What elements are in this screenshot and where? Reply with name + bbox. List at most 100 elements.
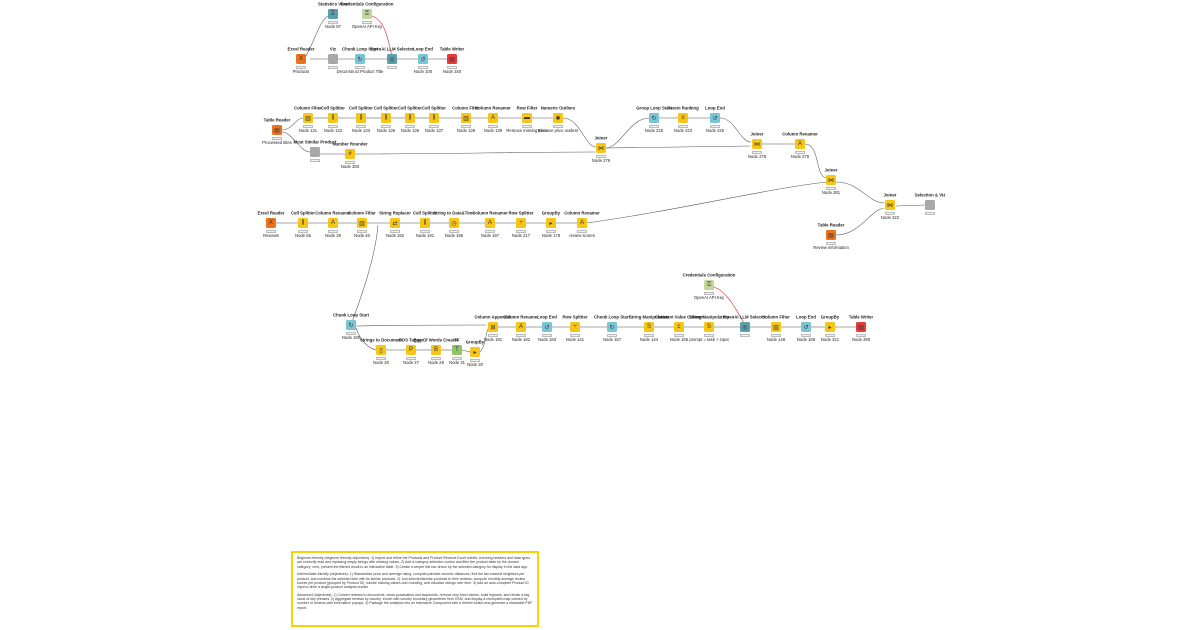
renamer-icon[interactable]: A: [577, 218, 587, 228]
splitter-icon[interactable]: ⫼: [405, 113, 415, 123]
joiner-icon[interactable]: ⋈: [752, 139, 762, 149]
node-groupby-60[interactable]: GroupBy▸Node 221: [808, 315, 852, 364]
node-row-splitter-52[interactable]: Row Splitter⑂Node 141: [553, 315, 597, 364]
table-writer-icon[interactable]: ▤: [447, 54, 457, 64]
component-icon[interactable]: [925, 200, 935, 210]
node-component-19[interactable]: Most Similar Product: [293, 140, 337, 189]
renamer-icon[interactable]: A: [488, 113, 498, 123]
node-filter-9[interactable]: Column Filter▥Node 131: [286, 106, 330, 155]
splitter-icon[interactable]: ⫼: [429, 113, 439, 123]
statistics-icon[interactable]: Σ: [328, 9, 338, 19]
node-loop-4[interactable]: Chunk Loop Start↻Deconstruct Product Tit…: [337, 47, 384, 96]
node-loop-end-24[interactable]: Loop End↺Node 225: [693, 106, 737, 155]
string-manip-icon[interactable]: S: [644, 322, 654, 332]
row-filter-icon[interactable]: ▬: [522, 113, 532, 123]
node-splitter-14[interactable]: Cell Splitter⫼Node 137: [412, 106, 456, 155]
joiner-icon[interactable]: ⋈: [885, 200, 895, 210]
datetime-icon[interactable]: ◷: [449, 218, 459, 228]
ranking-icon[interactable]: ≡: [678, 113, 688, 123]
node-replacer-35[interactable]: String Replacer⇄Node 192: [373, 211, 417, 260]
renamer-icon[interactable]: A: [795, 139, 805, 149]
node-ai-5[interactable]: OpenAI LLM Selector◎: [370, 47, 414, 96]
node-table-writer-61[interactable]: Table Writer▤Node 280: [839, 315, 883, 364]
component-icon[interactable]: [310, 147, 320, 157]
node-table-reader-30[interactable]: Table Reader▤Review information: [809, 223, 853, 272]
node-filter-58[interactable]: Column Filter▥Node 148: [754, 315, 798, 364]
splitter-icon[interactable]: ⫼: [328, 113, 338, 123]
loop-icon[interactable]: ↻: [355, 54, 365, 64]
joiner-icon[interactable]: ⋈: [826, 175, 836, 185]
node-document-44[interactable]: Strings to Document▯Node 26: [359, 338, 403, 387]
loop-icon[interactable]: ↻: [346, 320, 356, 330]
key-icon[interactable]: ⚿: [362, 9, 372, 19]
node-joiner-27[interactable]: Joiner⋈Node 281: [809, 168, 853, 217]
table-reader-icon[interactable]: ▤: [826, 230, 836, 240]
renamer-icon[interactable]: A: [516, 322, 526, 332]
document-icon[interactable]: ▯: [376, 345, 386, 355]
loop-end-icon[interactable]: ↺: [542, 322, 552, 332]
node-table-reader-8[interactable]: Table Reader▤Processed titles: [255, 118, 299, 167]
appender-icon[interactable]: ⊞: [488, 322, 498, 332]
node-joiner-25[interactable]: Joiner⋈Node 278: [735, 132, 779, 181]
filter-icon[interactable]: ▥: [303, 113, 313, 123]
key-icon[interactable]: ⚿: [704, 280, 714, 290]
groupby-icon[interactable]: ▸: [825, 322, 835, 332]
loop-icon[interactable]: ↻: [649, 113, 659, 123]
renamer-icon[interactable]: A: [485, 218, 495, 228]
node-rounder-20[interactable]: Number Rounder#Node 283: [328, 142, 372, 191]
loop-icon[interactable]: ↻: [607, 322, 617, 332]
node-loop-53[interactable]: Chunk Loop Start↻Node 157: [590, 315, 634, 364]
node-row-splitter-39[interactable]: Row Splitter⑂Node 217: [499, 211, 543, 260]
string-manip-icon[interactable]: S: [704, 322, 714, 332]
splitter-icon[interactable]: ⫼: [381, 113, 391, 123]
row-splitter-icon[interactable]: ⑂: [570, 322, 580, 332]
tf-icon[interactable]: T: [452, 345, 462, 355]
node-datetime-37[interactable]: String to Date&Time◷Node 196: [432, 211, 476, 260]
loop-end-icon[interactable]: ↺: [418, 54, 428, 64]
filter-icon[interactable]: ▥: [771, 322, 781, 332]
splitter-icon[interactable]: ⫼: [420, 218, 430, 228]
node-joiner-28[interactable]: Joiner⋈Node 222: [868, 193, 912, 242]
ai-icon[interactable]: ◎: [387, 54, 397, 64]
pos-icon[interactable]: P: [406, 345, 416, 355]
bow-icon[interactable]: B: [431, 345, 441, 355]
filter-icon[interactable]: ▥: [357, 218, 367, 228]
node-ranking-23[interactable]: Pareto Ranking≡Node 223: [661, 106, 705, 155]
joiner-icon[interactable]: ⋈: [596, 143, 606, 153]
loop-end-icon[interactable]: ↺: [710, 113, 720, 123]
node-filter-34[interactable]: Column Filter▥Node 40: [340, 211, 384, 260]
loop-end-icon[interactable]: ↺: [801, 322, 811, 332]
node-groupby-40[interactable]: GroupBy▸Node 179: [529, 211, 573, 260]
node-key-1[interactable]: Credentials Configuration⚿OpenAI API Key: [341, 2, 394, 51]
table-reader-icon[interactable]: ▤: [272, 125, 282, 135]
replacer-icon[interactable]: ⇄: [390, 218, 400, 228]
node-groupby-48[interactable]: GroupBy▸Node 30: [453, 340, 497, 389]
excel-icon[interactable]: X: [296, 54, 306, 64]
node-splitter-36[interactable]: Cell Splitter⫼Node 191: [403, 211, 447, 260]
groupby-icon[interactable]: ▸: [470, 347, 480, 357]
rounder-icon[interactable]: #: [345, 149, 355, 159]
node-appender-49[interactable]: Column Appender⊞Node 181: [471, 315, 515, 364]
node-joiner-21[interactable]: Joiner⋈Node 279: [579, 136, 623, 185]
outliers-icon[interactable]: ✱: [553, 113, 563, 123]
node-splitter-12[interactable]: Cell Splitter⫼Node 135: [364, 106, 408, 155]
node-loop-43[interactable]: Chunk Loop Start↻Node 180: [329, 313, 373, 362]
workflow-annotation[interactable]: Beginner-friendly (beginner friendly obj…: [291, 551, 539, 627]
table-writer-icon[interactable]: ▤: [856, 322, 866, 332]
node-loop-22[interactable]: Group Loop Start↻Node 225: [632, 106, 676, 155]
node-ai-57[interactable]: OpenAI LLM Selector◎: [723, 315, 767, 364]
node-splitter-32[interactable]: Cell Splitter⫼Node 55: [281, 211, 325, 260]
